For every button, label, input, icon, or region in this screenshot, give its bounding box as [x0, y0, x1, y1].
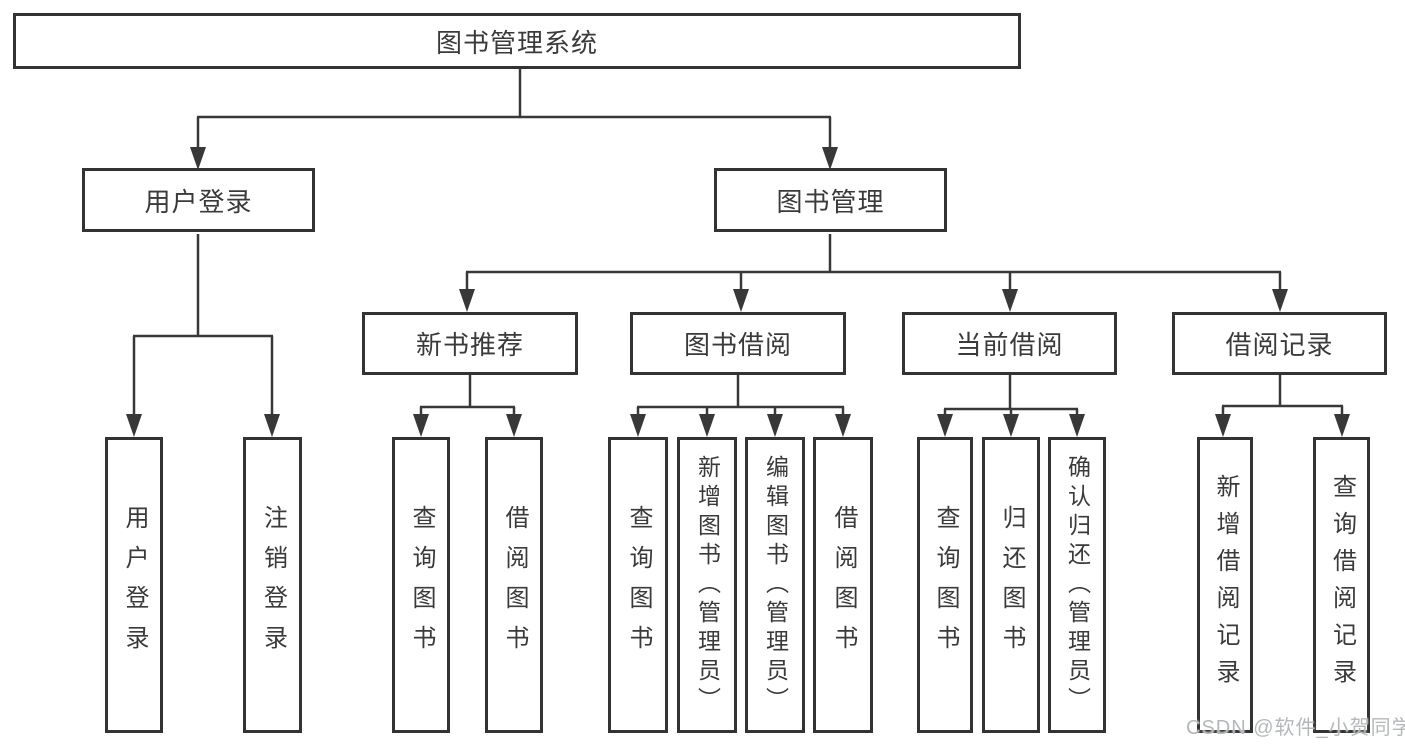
- leaf-edit-book-admin: 编辑图书（管理员）: [745, 437, 805, 733]
- leaf-user-login: 用户登录: [105, 437, 163, 733]
- leaf-query-books-current: 查询图书: [917, 437, 973, 733]
- node-borrow-records: 借阅记录: [1172, 312, 1387, 375]
- leaf-query-books-borrow: 查询图书: [608, 437, 668, 733]
- node-current-borrow: 当前借阅: [902, 312, 1117, 375]
- node-book-borrow: 图书借阅: [630, 312, 846, 375]
- node-root: 图书管理系统: [13, 13, 1021, 69]
- watermark: CSDN @软件_小贺同学: [1186, 717, 1405, 739]
- leaf-add-borrow-record: 新增借阅记录: [1197, 437, 1253, 733]
- leaf-query-borrow-record: 查询借阅记录: [1313, 437, 1370, 733]
- node-new-book-recommend: 新书推荐: [362, 312, 578, 375]
- node-user-login: 用户登录: [82, 168, 315, 232]
- leaf-borrow-books-recommend: 借阅图书: [485, 437, 543, 733]
- leaf-query-books-recommend: 查询图书: [392, 437, 450, 733]
- leaf-confirm-return-admin: 确认归还（管理员）: [1048, 437, 1106, 733]
- leaf-logout: 注销登录: [243, 437, 302, 733]
- leaf-return-book: 归还图书: [982, 437, 1040, 733]
- node-book-management: 图书管理: [714, 168, 947, 232]
- leaf-add-book-admin: 新增图书（管理员）: [677, 437, 737, 733]
- leaf-borrow-books: 借阅图书: [813, 437, 873, 733]
